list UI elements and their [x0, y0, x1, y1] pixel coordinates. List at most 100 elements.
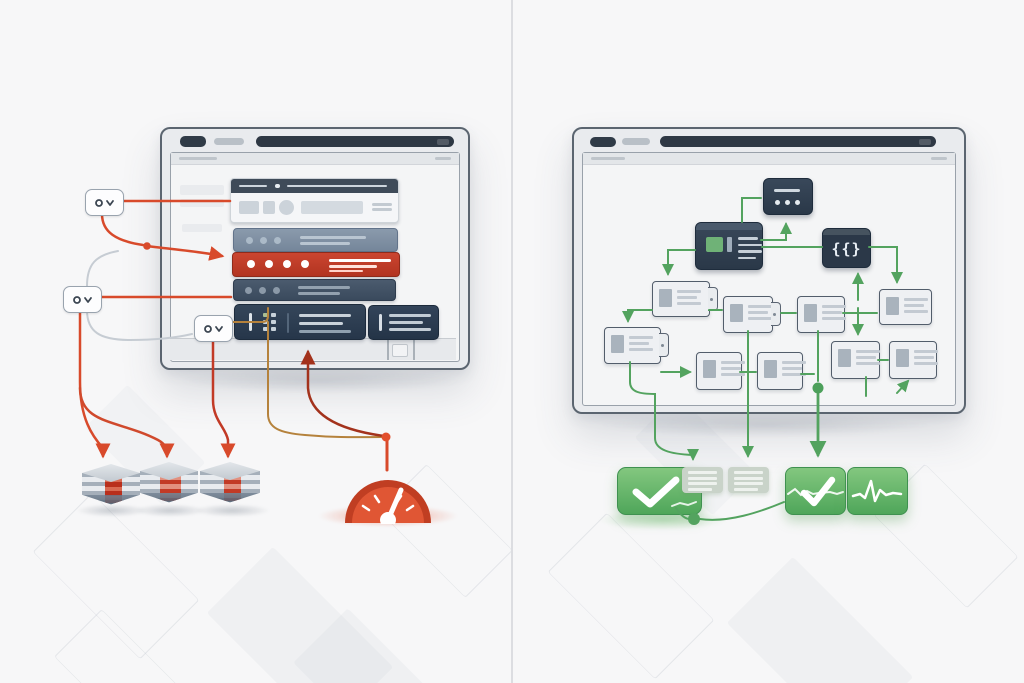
mini-line	[734, 487, 758, 491]
card-side-tab	[771, 302, 781, 327]
toolbar-thumb	[239, 201, 259, 214]
row-line	[299, 314, 351, 317]
list-card	[728, 467, 769, 493]
flow-node-card	[723, 296, 781, 333]
node-dot	[795, 200, 800, 205]
card-line	[914, 362, 938, 365]
grid-cell	[271, 327, 276, 331]
code-selector-icon	[94, 198, 114, 207]
row-dot	[265, 260, 273, 268]
card-block	[659, 289, 672, 307]
card-block	[730, 304, 743, 322]
speedometer-icon	[340, 470, 436, 524]
node-topbar	[696, 223, 762, 230]
row-line	[389, 314, 431, 317]
server-node	[763, 178, 813, 215]
card-line	[721, 361, 745, 364]
row-dot	[274, 236, 281, 244]
grid-cell	[271, 313, 276, 317]
card-line	[748, 317, 772, 320]
footer-divider	[413, 339, 415, 360]
node-line	[774, 189, 800, 192]
database-stack-icon	[82, 464, 140, 510]
address-bar	[660, 136, 936, 147]
database-stack-icon	[140, 462, 198, 508]
row-dot	[259, 286, 266, 294]
green-connector-lines	[622, 197, 910, 525]
browser-pill	[622, 138, 650, 145]
ghost-text-bar	[180, 199, 224, 207]
card-block	[764, 360, 777, 378]
row-line	[300, 235, 366, 239]
toolbar-card	[230, 178, 399, 223]
panel-divider	[287, 313, 289, 333]
browser-tab-pill	[590, 137, 616, 147]
card-line	[914, 350, 938, 353]
row-line	[298, 285, 350, 289]
card-line	[748, 311, 768, 314]
address-bar-end	[919, 138, 931, 145]
header-text-mark	[931, 157, 947, 160]
row-line	[329, 265, 377, 268]
card-line	[629, 342, 649, 345]
card-line	[677, 296, 697, 299]
node-green-block	[706, 237, 723, 252]
card-line	[914, 356, 934, 359]
row-dot	[246, 236, 253, 244]
braces-label: {{}	[831, 240, 862, 258]
mini-line	[734, 482, 763, 485]
toolbar-card-header	[231, 179, 398, 193]
red-connector-lines	[78, 199, 391, 472]
card-block	[611, 335, 624, 353]
card-block	[896, 349, 909, 367]
toolbar-thumb	[263, 201, 275, 214]
db-shadow	[134, 504, 206, 517]
node-line	[738, 250, 762, 253]
header-line	[239, 184, 267, 187]
card-line	[782, 367, 802, 370]
db-shadow	[194, 504, 270, 517]
node-dot	[775, 200, 780, 205]
card-line	[822, 311, 842, 314]
footer-page-icon	[392, 344, 408, 357]
card-line	[721, 367, 741, 370]
ghost-text-bar	[180, 185, 224, 195]
row-dot	[301, 260, 309, 268]
cursor-bar	[379, 314, 382, 331]
row-line	[300, 242, 350, 245]
split-panel-left	[234, 304, 366, 340]
mini-line	[734, 471, 763, 474]
card-line	[782, 373, 806, 376]
card-line	[856, 362, 880, 365]
alert-row-red	[232, 252, 400, 277]
row-line	[329, 270, 363, 272]
hamburger-icon	[372, 203, 392, 206]
card-line	[856, 356, 876, 359]
header-text-mark	[591, 157, 625, 160]
card-line	[629, 348, 653, 351]
mini-line	[734, 476, 763, 480]
db-base	[82, 494, 140, 505]
card-line	[677, 302, 701, 305]
browser-pill	[214, 138, 244, 145]
card-line	[629, 336, 653, 339]
card-line	[721, 373, 745, 376]
check-wave-result-card	[785, 467, 846, 515]
checkmark-wave-icon	[787, 476, 844, 507]
row-dot	[273, 286, 280, 294]
card-line	[904, 298, 928, 301]
code-selector-icon	[72, 295, 92, 304]
code-selector-badge	[85, 189, 124, 216]
list-row-dark	[233, 279, 396, 301]
ghost-text-bar	[182, 224, 222, 232]
grid-cell	[263, 313, 268, 317]
center-divider	[511, 0, 513, 683]
card-line	[677, 290, 701, 293]
flow-node-card	[879, 289, 932, 325]
row-dot	[245, 286, 252, 294]
card-line	[782, 361, 806, 364]
mini-line	[688, 471, 717, 474]
row-line	[299, 330, 351, 333]
flow-node-card	[757, 352, 806, 390]
